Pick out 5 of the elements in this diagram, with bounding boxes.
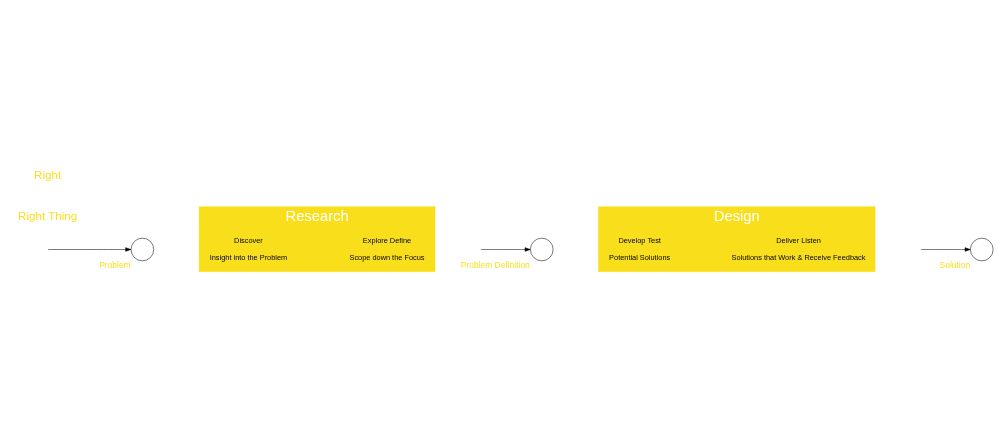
node-label: Problem Definition [460, 259, 530, 270]
label: Right [34, 167, 62, 181]
node-label: Problem [99, 259, 131, 270]
node-label: Solution [939, 259, 971, 270]
label: Right Thing [18, 209, 78, 223]
